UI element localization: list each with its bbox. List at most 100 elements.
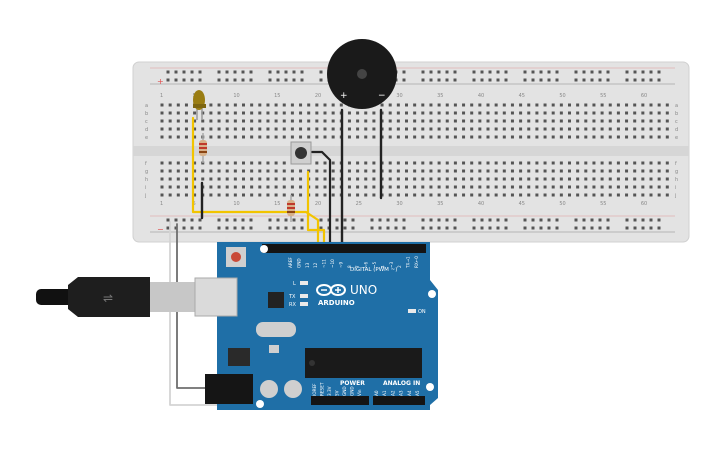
breadboard-row-letter: g	[145, 169, 148, 175]
breadboard-column-number: 10	[233, 93, 239, 99]
brand-label: ARDUINO	[318, 299, 355, 307]
breadboard-column-number: 30	[396, 93, 402, 99]
breadboard-row-letter: j	[674, 193, 676, 199]
breadboard-row-letter: j	[144, 193, 146, 199]
pin-label: 7	[355, 265, 360, 268]
pin-label: A4	[407, 390, 412, 396]
breadboard-row-letter: d	[145, 127, 148, 133]
breadboard-column-number: 30	[396, 201, 402, 207]
pin-label: 12	[313, 262, 318, 268]
breadboard-row-letter: a	[145, 103, 148, 109]
buzzer-minus-label: −	[378, 91, 386, 101]
pin-label: ~11	[322, 259, 327, 268]
pin-label: 4	[380, 265, 385, 268]
breadboard-row-letter: h	[145, 177, 148, 183]
breadboard-column-number: 1	[160, 201, 163, 207]
power-header	[311, 396, 369, 405]
pin-label: ~10	[330, 259, 335, 268]
breadboard-column-number: 5	[193, 201, 196, 207]
pin-label: A5	[415, 390, 420, 396]
breadboard-row-letter: b	[145, 111, 148, 117]
breadboard-column-number: 40	[478, 201, 484, 207]
breadboard-row-letter: a	[675, 103, 678, 109]
power-label: POWER	[340, 380, 365, 387]
led	[193, 90, 206, 120]
arduino-uno: L TX RX ON ARDUINO UNO DIGITAL (PWM ~) P…	[194, 242, 438, 410]
pin-label: ~9	[338, 261, 343, 268]
breadboard-column-number: 25	[356, 201, 362, 207]
resistor-button	[287, 195, 295, 222]
breadboard-holes	[150, 67, 675, 233]
pin-label: 8	[347, 265, 352, 268]
led-rx-label: RX	[289, 302, 296, 308]
breadboard-row-letter: c	[675, 119, 678, 125]
pin-label: A1	[382, 390, 387, 396]
pin-label: A0	[374, 390, 379, 396]
usb-icon: ⇌	[103, 291, 113, 305]
breadboard-column-number: 1	[160, 93, 163, 99]
breadboard-column-numbers: 1155101015152020252530303535404045455050…	[160, 93, 647, 207]
pin-label: 3.3V	[327, 386, 332, 396]
power-jack	[205, 374, 253, 404]
breadboard-row-letter: i	[145, 185, 146, 191]
pushbutton	[290, 141, 312, 165]
model-label: UNO	[350, 283, 377, 297]
breadboard-row-letter: e	[675, 135, 678, 141]
breadboard-row-letter: e	[145, 135, 148, 141]
led-tx-label: TX	[288, 294, 296, 300]
arduino-logo	[316, 284, 346, 296]
bottom-rail-minus-label: −	[157, 225, 164, 234]
pin-label: GND	[342, 386, 347, 396]
led-l-label: L	[293, 281, 296, 287]
breadboard-column-number: 55	[600, 93, 606, 99]
breadboard: 1155101015152020252530303535404045455050…	[132, 61, 690, 243]
pin-label: RX←0	[414, 256, 419, 268]
breadboard-column-number: 10	[233, 201, 239, 207]
pin-label: 2	[397, 265, 402, 268]
breadboard-column-number: 20	[315, 201, 321, 207]
breadboard-column-number: 50	[559, 93, 565, 99]
pin-label: A2	[390, 390, 395, 396]
top-rail-plus-label: +	[157, 77, 164, 86]
breadboard-column-number: 60	[641, 201, 647, 207]
usb-jack	[194, 277, 238, 317]
breadboard-row-letter: c	[145, 119, 148, 125]
black-wire-button	[310, 150, 332, 250]
digital-label: DIGITAL (PWM ~)	[350, 267, 397, 273]
breadboard-column-number: 15	[274, 201, 280, 207]
pin-label: 13	[305, 262, 310, 268]
breadboard-column-number: 35	[437, 201, 443, 207]
breadboard-row-letter: i	[675, 185, 676, 191]
breadboard-column-number: 45	[519, 201, 525, 207]
breadboard-column-number: 60	[641, 93, 647, 99]
breadboard-column-number: 35	[437, 93, 443, 99]
pin-label: 5V	[335, 390, 340, 396]
microcontroller-chip	[305, 348, 422, 378]
pin-label: TX→1	[406, 256, 411, 269]
digital-header	[262, 244, 426, 253]
buzzer-plus-label: +	[340, 91, 348, 101]
breadboard-row-letter: d	[675, 127, 678, 133]
breadboard-row-letter: h	[675, 177, 678, 183]
led-on-label: ON	[418, 309, 426, 315]
analog-header	[373, 396, 425, 405]
pin-label: AREF	[288, 257, 293, 268]
breadboard-row-letter: b	[675, 111, 678, 117]
resistor-led	[199, 133, 207, 163]
pin-label: ~3	[389, 261, 394, 268]
breadboard-column-number: 15	[274, 93, 280, 99]
pin-label: IOREF	[312, 383, 317, 396]
breadboard-column-number: 55	[600, 201, 606, 207]
pin-label: Vin	[357, 389, 362, 396]
pin-label: GND	[296, 258, 301, 268]
breadboard-column-number: 20	[315, 93, 321, 99]
pin-label: RESET	[320, 382, 325, 396]
yellow-wire-button	[306, 170, 326, 252]
pin-label: A3	[399, 390, 404, 396]
pin-label: ~5	[372, 261, 377, 268]
breadboard-row-letter: f	[145, 161, 147, 167]
